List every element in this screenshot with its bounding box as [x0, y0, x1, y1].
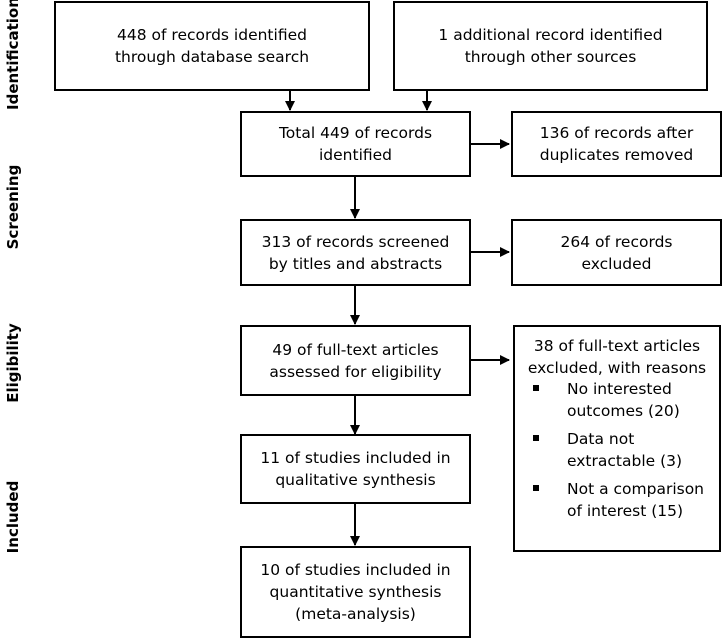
- reason-text-line: Data not: [567, 430, 635, 448]
- list-item: Data not extractable (3): [515, 428, 719, 472]
- box-text-line: 1 additional record identified: [438, 26, 663, 44]
- box-after-duplicates: 136 of records after duplicates removed: [511, 111, 722, 177]
- box-text-line: 38 of full-text articles: [533, 337, 701, 355]
- list-item: No interested outcomes (20): [515, 378, 719, 422]
- box-fulltext-assessed: 49 of full-text articles assessed for el…: [240, 325, 471, 396]
- box-text-line: 264 of records: [560, 232, 673, 251]
- box-database-search: 448 of records identified through databa…: [54, 1, 370, 91]
- reason-text-line: Not a comparison: [567, 480, 705, 498]
- box-text-line: 10 of studies included in: [260, 561, 451, 579]
- box-text-line: Total 449 of records: [278, 124, 433, 142]
- reason-text-line: of interest (15): [567, 502, 684, 520]
- exclusion-reasons-list: No interested outcomes (20) Data not ext…: [515, 378, 719, 528]
- square-bullet-icon: [533, 385, 539, 391]
- box-records-excluded: 264 of records excluded: [511, 219, 722, 286]
- box-text-line: excluded, with reasons: [527, 359, 707, 377]
- box-total-identified: Total 449 of records identified: [240, 111, 471, 177]
- box-screened: 313 of records screened by titles and ab…: [240, 219, 471, 286]
- box-text-line: 448 of records identified: [117, 26, 307, 44]
- box-quantitative-synthesis: 10 of studies included in quantitative s…: [240, 546, 471, 638]
- box-other-sources: 1 additional record identified through o…: [393, 1, 708, 91]
- box-text-line: 313 of records screened: [261, 232, 450, 251]
- box-text-line: qualitative synthesis: [275, 471, 436, 489]
- box-text-line: quantitative synthesis: [269, 583, 442, 601]
- box-text-line: excluded: [581, 254, 652, 273]
- box-text-line: 49 of full-text articles: [272, 340, 439, 359]
- reason-text-line: No interested: [567, 380, 672, 398]
- box-text-line: through other sources: [464, 48, 637, 66]
- box-text-line: assessed for eligibility: [269, 362, 442, 381]
- box-text-line: 136 of records after: [539, 124, 694, 142]
- box-text-line: identified: [318, 146, 393, 164]
- box-text-line: 11 of studies included in: [260, 449, 451, 467]
- box-text-line: duplicates removed: [539, 146, 694, 164]
- box-text-line: through database search: [114, 48, 310, 66]
- box-text-line: (meta-analysis): [295, 605, 416, 623]
- list-item: Not a comparison of interest (15): [515, 478, 719, 522]
- box-text-line: by titles and abstracts: [268, 254, 443, 273]
- reason-text-line: extractable (3): [567, 452, 683, 470]
- box-fulltext-excluded: 38 of full-text articles excluded, with …: [513, 325, 721, 552]
- reason-text-line: outcomes (20): [567, 402, 680, 420]
- square-bullet-icon: [533, 435, 539, 441]
- square-bullet-icon: [533, 485, 539, 491]
- box-qualitative-synthesis: 11 of studies included in qualitative sy…: [240, 434, 471, 504]
